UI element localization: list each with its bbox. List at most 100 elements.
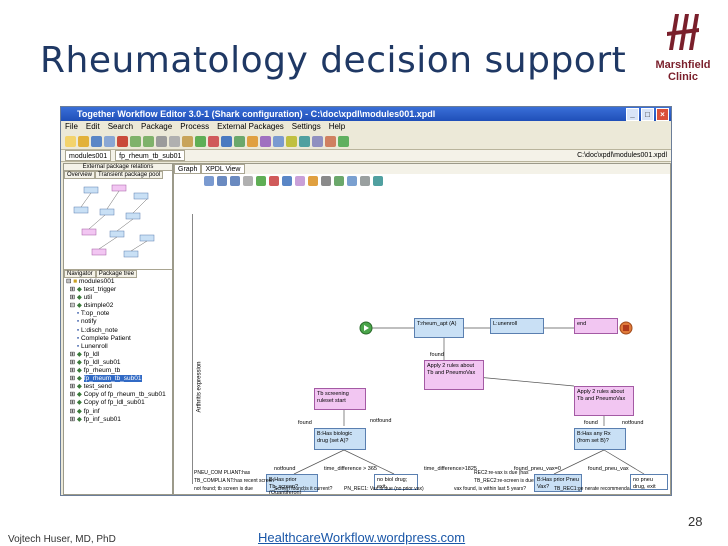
properties-icon[interactable] [312, 135, 323, 147]
tree-item[interactable]: ▪ Lunenroll [76, 342, 108, 350]
tree-item[interactable]: ⊞ ◆ fp_inf [66, 407, 100, 415]
tree-item[interactable]: ⊞ ◆ test_send [66, 383, 112, 391]
transition-arrows-icon [293, 321, 645, 475]
end-icon[interactable] [269, 176, 279, 186]
menu-file[interactable]: File [65, 122, 78, 131]
menu-external-packages[interactable]: External Packages [217, 122, 284, 131]
edge-label-notfound-3: notfound [274, 466, 296, 472]
typedecl-icon[interactable] [299, 135, 310, 147]
tree-item[interactable]: ▪ L:disch_note [76, 326, 118, 334]
node-apply-rules-1[interactable]: Apply 2 rules about Tb and PneumoVax [424, 360, 484, 390]
activity-icon: ▪ [76, 310, 80, 318]
tree-item[interactable]: ⊞ ◆ Copy of fp_rheum_tb_sub01 [66, 391, 166, 399]
close-button[interactable]: × [656, 108, 669, 121]
cut-icon[interactable] [156, 135, 167, 147]
tree-item[interactable]: ▪ notify [76, 318, 97, 326]
save-icon[interactable] [91, 135, 102, 147]
application-icon[interactable] [273, 135, 284, 147]
process-icon: ◆ [76, 294, 82, 302]
node-no-biol[interactable]: no biol drug; exit [374, 474, 418, 490]
tree-item[interactable]: ⊞ ◆ fp_inf_sub01 [66, 415, 121, 423]
edge-label-time-diff-365: time_difference > 365 [324, 466, 377, 472]
settings-icon[interactable] [325, 135, 336, 147]
select-icon[interactable] [204, 176, 214, 186]
swimlane[interactable]: Arthritis expression [182, 214, 203, 484]
hidden-node-rec2: REC2:re-vax is due (has [474, 470, 529, 476]
external-package-tab[interactable]: External package relations [64, 164, 172, 171]
tab-transient-pool[interactable]: Transient package pool [95, 171, 164, 179]
doc-tab-fp-rheum[interactable]: fp_rheum_tb_sub01 [115, 150, 186, 161]
tree-item[interactable]: ⊞ ◆ Copy of fp_ldl_sub01 [66, 399, 145, 407]
activity-icon: ▪ [76, 342, 80, 350]
subflow-icon[interactable] [295, 176, 305, 186]
node-apply-rules-2[interactable]: Apply 2 rules about Tb and PneumoVax [574, 386, 634, 416]
tree-item[interactable]: ⊟ ■ modules001 [66, 278, 115, 285]
redo-icon[interactable] [143, 135, 154, 147]
node-has-prior-tb[interactable]: B:Has prior Tb_screen? (Quantiferon) [266, 474, 318, 494]
participant-icon[interactable] [260, 135, 271, 147]
activity-icon[interactable] [282, 176, 292, 186]
node-has-any-rx[interactable]: B:Has any Rx (from set B)? [574, 428, 626, 450]
doc-tab-modules001[interactable]: modules001 [65, 150, 112, 161]
start-icon[interactable] [256, 176, 266, 186]
node-lunenroll[interactable]: L:unenroll [490, 318, 544, 334]
tree-item[interactable]: ⊟ ◆ dsimple02 [66, 302, 114, 310]
process-icon[interactable] [234, 135, 245, 147]
menu-process[interactable]: Process [180, 122, 210, 131]
transition-icon[interactable] [321, 176, 331, 186]
maximize-button[interactable]: □ [641, 108, 654, 121]
tree-item[interactable]: ⊞ ◆ fp_rheum_tb [66, 367, 121, 375]
package-icon[interactable] [247, 135, 258, 147]
tree-item-selected[interactable]: ⊞ ◆ fp_rheum_tb_sub01 [66, 375, 142, 383]
footer-link[interactable]: HealthcareWorkflow.wordpress.com [258, 530, 466, 545]
process-icon: ◆ [76, 367, 82, 375]
tree-item[interactable]: ⊞ ◆ fp_ldl_sub01 [66, 358, 121, 366]
search-icon[interactable] [221, 135, 232, 147]
tab-graph[interactable]: Graph [174, 164, 202, 174]
node-trheum-apt[interactable]: T:rheum_apt (A) [414, 318, 464, 338]
tab-overview[interactable]: Overview [64, 171, 96, 179]
tree-item[interactable]: ⊞ ◆ util [66, 294, 92, 302]
menu-search[interactable]: Search [107, 122, 134, 131]
node-has-prior-pneu[interactable]: B:Has prior Pneu Vax? [534, 474, 582, 492]
copy-icon[interactable] [169, 135, 180, 147]
menu-package[interactable]: Package [141, 122, 173, 131]
paste-icon[interactable] [182, 135, 193, 147]
node-end[interactable]: end [574, 318, 618, 334]
close-doc-icon[interactable] [117, 135, 128, 147]
layout-icon[interactable] [360, 176, 370, 186]
package-tree: ⊟ ■ modules001 ⊞ ◆ test_trigger ⊞ ◆ util… [64, 278, 172, 424]
open-icon[interactable] [78, 135, 89, 147]
overview-thumbnail[interactable] [64, 179, 172, 270]
tree-item[interactable]: ▪ Complete Patient [76, 334, 131, 342]
left-panel: External package relations Overview Tran… [63, 163, 173, 495]
zoom-in-icon[interactable] [217, 176, 227, 186]
menu-settings[interactable]: Settings [291, 122, 321, 131]
menu-edit[interactable]: Edit [85, 122, 100, 131]
node-has-biologic[interactable]: B:Has biologic drug (set A)? [314, 428, 366, 450]
delete-icon[interactable] [208, 135, 219, 147]
tab-navigator[interactable]: Navigator [64, 270, 96, 278]
node-no-pneu[interactable]: no pneu drug, exit [630, 474, 668, 490]
lane-icon[interactable] [373, 176, 383, 186]
help-icon[interactable] [338, 135, 349, 147]
node-tb-screening[interactable]: Tb screening ruleset start [314, 388, 366, 410]
tab-package-tree[interactable]: Package tree [95, 270, 138, 278]
zoom-out-icon[interactable] [230, 176, 240, 186]
tree-item[interactable]: ▪ T:op_note [76, 310, 110, 318]
tab-xpdl-view[interactable]: XPDL View [201, 164, 245, 174]
minimize-button[interactable]: _ [626, 108, 639, 121]
menu-help[interactable]: Help [328, 122, 346, 131]
block-icon[interactable] [334, 176, 344, 186]
tree-item[interactable]: ⊞ ◆ test_trigger [66, 286, 117, 294]
validate-icon[interactable] [195, 135, 206, 147]
doc-path: C:\doc\xpdl\modules001.xpdl [577, 152, 667, 159]
move-icon[interactable] [243, 176, 253, 186]
new-icon[interactable] [65, 135, 76, 147]
undo-icon[interactable] [130, 135, 141, 147]
participant-icon[interactable] [347, 176, 357, 186]
datafield-icon[interactable] [286, 135, 297, 147]
route-icon[interactable] [308, 176, 318, 186]
tree-item[interactable]: ⊞ ◆ fp_ldl [66, 350, 100, 358]
save-as-icon[interactable] [104, 135, 115, 147]
